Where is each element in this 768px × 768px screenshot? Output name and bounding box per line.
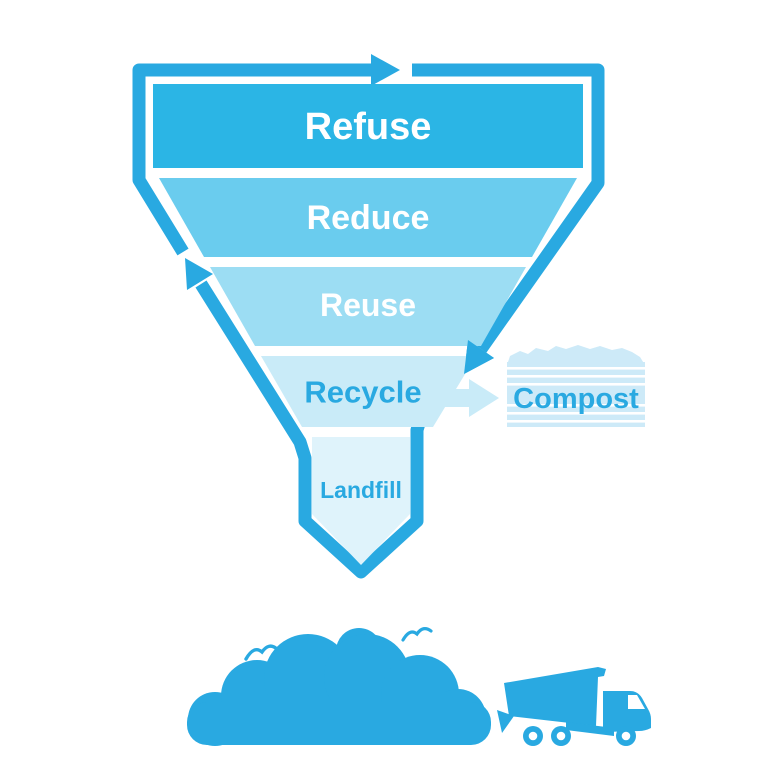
bird-icon xyxy=(401,627,433,642)
compost-heap-icon xyxy=(507,345,645,427)
truck-cutouts xyxy=(528,695,645,741)
funnel-band-recycle xyxy=(261,356,476,427)
compost-arrow-icon xyxy=(426,379,499,417)
arrow-up-icon xyxy=(185,258,213,290)
funnel-band-reuse xyxy=(210,267,526,346)
label-landfill: Landfill xyxy=(320,477,402,503)
truck-hub xyxy=(528,731,538,741)
funnel-band-landfill xyxy=(312,437,410,565)
cycle-border-left-and-spout xyxy=(195,280,431,579)
truck-frame xyxy=(566,722,614,736)
cycle-border-top-left xyxy=(132,63,371,256)
truck-chute xyxy=(497,710,514,733)
garbage-truck-icon xyxy=(497,667,651,746)
label-refuse: Refuse xyxy=(305,106,432,148)
label-reduce: Reduce xyxy=(307,199,430,237)
arrow-down-left-icon xyxy=(464,340,494,374)
trash-mound-icon xyxy=(187,628,491,746)
bird-icon xyxy=(244,644,279,661)
truck-hub xyxy=(556,731,566,741)
funnel-band-refuse xyxy=(153,84,583,168)
compost-heap-lumps xyxy=(507,345,645,366)
truck-hub xyxy=(621,731,631,741)
cycle-border-right xyxy=(412,63,605,353)
compost-heap-stripes xyxy=(507,367,645,423)
truck-dump-bed xyxy=(504,667,606,726)
truck-cab xyxy=(603,691,651,732)
label-reuse: Reuse xyxy=(320,287,416,323)
truck-window xyxy=(628,695,645,709)
label-recycle: Recycle xyxy=(304,375,421,410)
arrow-right-icon xyxy=(371,54,400,86)
compost-heap-body xyxy=(507,362,645,427)
funnel-band-reduce xyxy=(159,178,577,257)
label-compost: Compost xyxy=(513,383,639,415)
